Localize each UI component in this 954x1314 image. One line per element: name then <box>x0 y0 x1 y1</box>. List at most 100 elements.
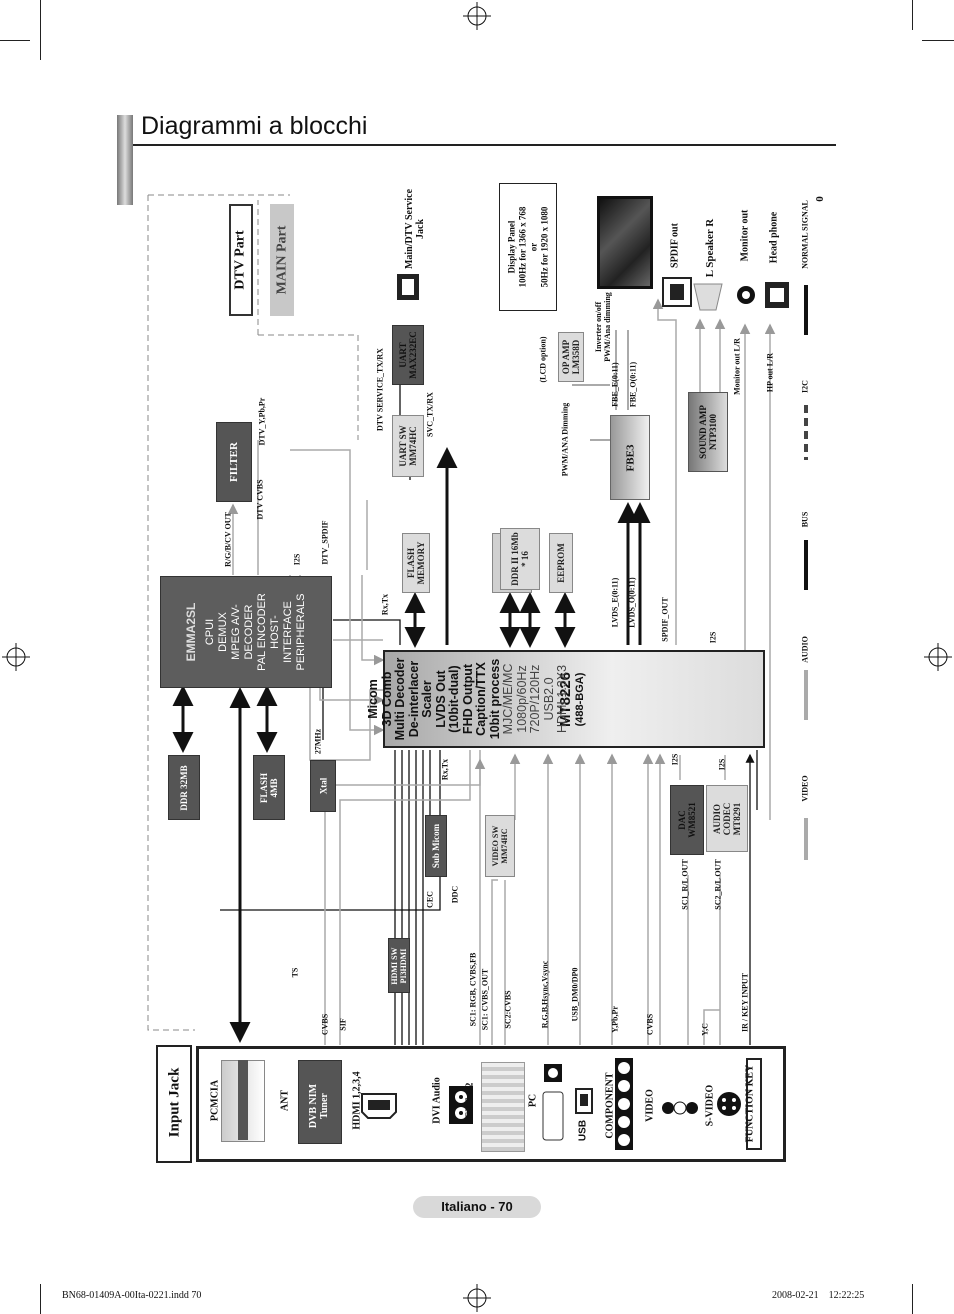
lvds-e-label: LVDS_E(0:11) <box>610 577 620 628</box>
component-jacks-icon <box>615 1058 633 1150</box>
title-underline <box>133 144 836 146</box>
emma2sl-line: PAL ENCODER <box>255 593 268 671</box>
monitor-lr-label: Monitor out L/R <box>732 338 742 395</box>
fbe3-label: FBE3 <box>624 444 636 471</box>
mt8226-feature: HDMI 1.3X3 <box>554 664 569 734</box>
emma2sl-line: INTERFACE <box>281 601 294 663</box>
mt8226-feature: Micom <box>365 679 380 719</box>
rgb-hsync-label: R,G,B,Hsync,Vsync <box>540 960 550 1029</box>
head-phone-label: Head phone <box>768 211 780 264</box>
mhz-label: 27MHz <box>313 728 323 755</box>
mt8226-feature: De-interlacer <box>406 660 421 738</box>
sif-label: SIF <box>338 1018 348 1031</box>
mt8226-feature: LVDS Out <box>433 670 448 728</box>
ddr2-block: DDR II 16Mb * 16 <box>500 528 540 590</box>
dtv-spdif-label: DTV_SPDIF <box>320 520 330 565</box>
cvbs2-label: CVBS <box>645 1013 655 1036</box>
display-panel-box: Display Panel 100Hz for 1366 x 768 or 50… <box>499 183 557 311</box>
emma2sl-line: DECODER <box>242 604 255 660</box>
uart-max-block: UART MAX232EC <box>392 325 424 385</box>
ext-label: EXT 1/2 <box>464 1082 476 1119</box>
function-key-label: FUNCTION KEY <box>744 1064 756 1143</box>
emma2sl-block: EMMA2SL CPUI DEMUX MPEG A/V- DECODER PAL… <box>160 576 332 688</box>
usb-dm-label: USB_DM0/DP0 <box>570 967 580 1022</box>
dtv-part-label: DTV Part <box>233 230 249 290</box>
ant-label: ANT <box>279 1089 291 1112</box>
hdmi-sw-block: HDMI SW PI3HDMI <box>388 938 410 993</box>
dvb-tuner-icon <box>298 1060 342 1144</box>
crop-mark <box>922 40 954 41</box>
flash-4mb-block: FLASH 4MB <box>253 755 285 820</box>
emma2sl-content: EMMA2SL CPUI DEMUX MPEG A/V- DECODER PAL… <box>184 593 308 671</box>
mt8226-feature: Caption/TTX <box>473 662 488 736</box>
filter-label: FILTER <box>228 442 241 482</box>
mt8226-feature: 3D Comb <box>379 671 394 727</box>
hdmi-sw-label: HDMI SW PI3HDMI <box>390 946 408 985</box>
eeprom-block: EEPROM <box>549 533 573 593</box>
lvds-o-label: LVDS_O(0:11) <box>627 577 637 628</box>
sc2-label: SC2:CVBS <box>503 990 513 1029</box>
legend-normal-signal-label: NORMAL SIGNAL <box>800 200 810 269</box>
function-key-box <box>746 1058 762 1150</box>
cec-label: CEC <box>425 891 435 908</box>
page-title: Diagrammi a blocchi <box>141 112 368 140</box>
dtv-service-label: DTV SERVICE_TX/RX <box>375 348 385 431</box>
main-dtv-jack-label: Main/DTV Service Jack <box>404 188 426 270</box>
dtv-cvbs-label: DTV CVBS <box>255 479 265 520</box>
mt8226-features: Micom 3D Comb Multi Decoder De-interlace… <box>365 658 570 741</box>
rxtx2-label: Rx,Tx <box>440 758 450 781</box>
mt8226-subtitle: (488-BGA) <box>574 672 587 726</box>
speaker-icon <box>693 283 723 311</box>
input-jack-panel <box>196 1046 786 1162</box>
uart-sw-label: UART SW MM74HC <box>398 425 418 467</box>
emma2sl-line: CPUI <box>203 618 216 646</box>
fbe-o-label: FBE_O(0:11) <box>628 361 638 408</box>
usb-label: USB <box>577 1119 589 1142</box>
s-video-label: S-VIDEO <box>704 1084 716 1127</box>
ddr-32mb-label: DDR 32MB <box>179 764 189 811</box>
i2s-label: I2S <box>292 553 302 566</box>
input-jack-title: Input Jack <box>166 1067 183 1138</box>
ddr2-label: DDR II 16Mb * 16 <box>510 532 530 586</box>
sub-micom-block: Sub Micom <box>425 815 447 877</box>
dac-label: DAC WM8521 <box>677 802 697 838</box>
mt8226-feature: 1080p/60Hz <box>514 665 529 733</box>
audio-codec-label: AUDIO CODEC MT8291 <box>712 802 742 835</box>
pc-connector-icon <box>542 1064 564 1141</box>
hdmi-label: HDMI 1,2,3,4 <box>351 1071 363 1130</box>
display-panel-line: or <box>528 242 539 252</box>
emma2sl-line: PERIPHERALS <box>294 593 307 671</box>
legend-bus-label: BUS <box>800 511 810 528</box>
headphone-jack-icon <box>765 282 789 308</box>
sc1-rgb-label: SC1: RGB, CVBS,FB <box>468 952 478 1027</box>
ddc-label: DDC <box>450 885 460 904</box>
pcmcia-slot-bar <box>238 1060 248 1140</box>
mt8226-feature: 720P/120Hz <box>527 664 542 734</box>
xtal-label: Xtal <box>318 777 328 795</box>
ext-scart-icon <box>481 1062 525 1152</box>
uart-max-label: UART MAX232EC <box>398 331 418 379</box>
pcmcia-label: PCMCIA <box>209 1079 221 1122</box>
svc-label: SVC_TX/RX <box>425 392 435 437</box>
video-sw-block: VIDEO SW MM74HC <box>485 815 515 877</box>
crop-mark <box>40 0 41 60</box>
legend-zero-label: 0 <box>814 196 826 202</box>
mt8226-feature: (10bit-dual) <box>446 665 461 733</box>
main-part-label: MAIN Part <box>274 225 289 295</box>
sound-amp-block: SOUND AMP NTP3100 <box>688 392 728 472</box>
sub-micom-label: Sub Micom <box>431 823 442 869</box>
display-panel-line: 50Hz for 1920 x 1080 <box>539 206 550 288</box>
hp-lr-label: HP out L/R <box>765 352 775 393</box>
title-accent-bar <box>117 115 133 205</box>
s-video-jack-icon <box>717 1092 741 1116</box>
video-sw-label: VIDEO SW MM74HC <box>491 825 509 867</box>
flash-memory-label: FLASH MEMORY <box>406 541 426 585</box>
rgb-cv-out-label: R/G/B/CV OUT <box>223 512 233 567</box>
page-number-badge: Italiano - 70 <box>413 1196 541 1218</box>
service-jack-icon <box>397 274 419 300</box>
ypbpr-label: Y,Pb,Pr <box>610 1006 620 1033</box>
pc-label: PC <box>527 1093 539 1108</box>
video-jacks-icon <box>662 1101 698 1115</box>
